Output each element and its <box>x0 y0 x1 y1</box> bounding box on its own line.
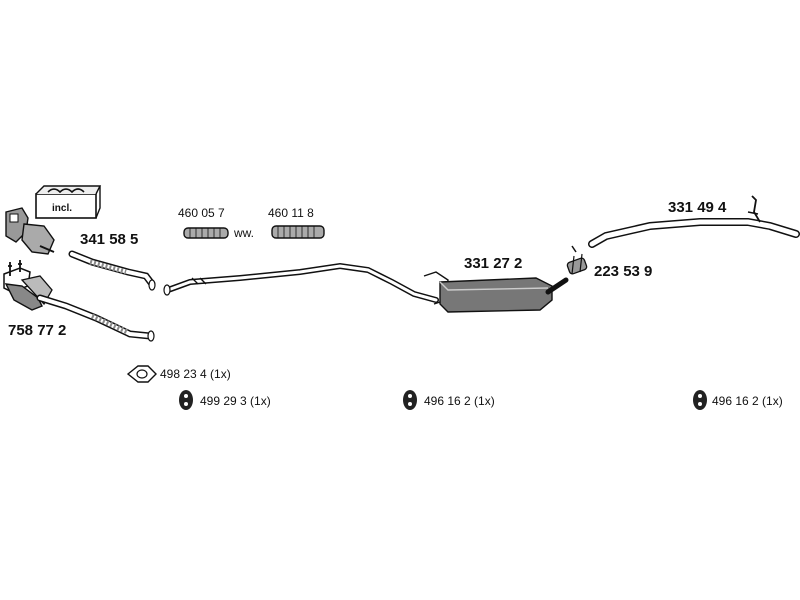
rubber-hanger-icon <box>693 390 707 410</box>
hardware-code-hanger-1: 499 29 3 (1x) <box>200 394 271 408</box>
part-number-clamp: 223 53 9 <box>594 263 653 280</box>
part-number-flex-1: 460 05 7 <box>178 206 225 220</box>
manifold-icon <box>5 207 55 255</box>
front-pipe-icon <box>68 250 156 291</box>
part-number-middle-silencer: 331 27 2 <box>464 255 523 272</box>
middle-silencer-icon <box>423 271 569 313</box>
gasket-icon <box>126 365 157 383</box>
flex-pipe-1-icon <box>183 227 229 239</box>
part-number-front-pipe: 341 58 5 <box>80 231 139 248</box>
mounting-kit-box-icon <box>35 185 102 219</box>
part-number-catalyst: 758 77 2 <box>8 322 67 339</box>
flex-joiner-label: ww. <box>234 226 255 240</box>
rubber-hanger-icon <box>403 390 417 410</box>
hardware-code-gasket: 498 23 4 (1x) <box>160 367 231 381</box>
part-number-flex-2: 460 11 8 <box>268 206 314 220</box>
kit-included-label: incl. <box>52 203 73 214</box>
flex-pipe-2-icon <box>271 225 325 239</box>
hardware-code-hanger-3: 496 16 2 (1x) <box>712 394 783 408</box>
tail-pipe-icon <box>588 195 800 248</box>
rubber-hanger-icon <box>179 390 193 410</box>
clamp-icon <box>566 245 588 275</box>
part-number-tail-pipe: 331 49 4 <box>668 199 727 216</box>
intermediate-pipe-icon <box>163 262 439 303</box>
catalyst-converter-icon <box>3 260 155 342</box>
hardware-code-hanger-2: 496 16 2 (1x) <box>424 394 495 408</box>
